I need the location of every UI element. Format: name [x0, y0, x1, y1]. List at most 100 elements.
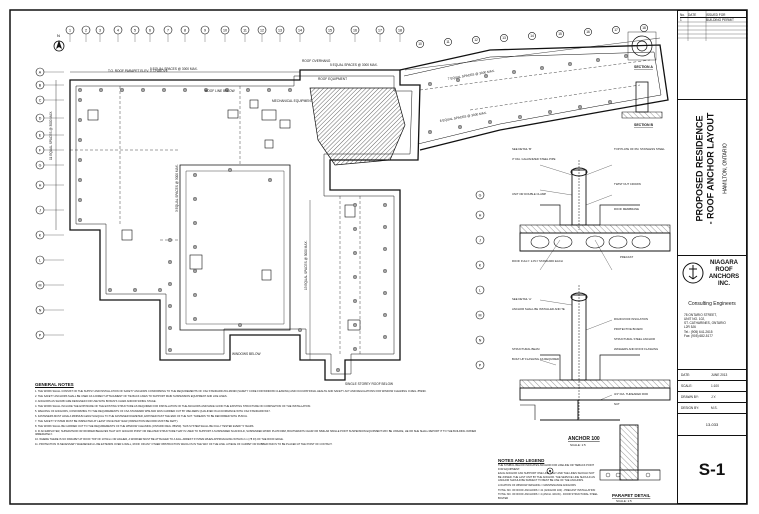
- grid-bubble-right-P: P: [475, 360, 485, 370]
- roof-equipment-label: ROOF EQUIPMENT: [318, 77, 347, 81]
- grid-bubble-wing-10: 10: [416, 40, 424, 48]
- roof-anchor: [193, 269, 197, 273]
- vertical-spacing-c: 13 EQUAL SPACES @ 3000 MAX.: [304, 240, 308, 290]
- legend-item: LOCATION OF WINDOW WASHING = MAINTENANCE…: [498, 483, 576, 487]
- section-a-title: SECTION A: [634, 65, 653, 69]
- svg-text:16: 16: [586, 30, 590, 34]
- section-b-title: SECTION B: [634, 123, 654, 127]
- detail-note: PRECAST: [620, 255, 634, 259]
- detail-note: TWIST NUT CROWN: [614, 182, 641, 186]
- svg-text:3: 3: [99, 28, 101, 32]
- roof-anchor: [183, 88, 187, 92]
- roof-anchor: [78, 218, 82, 222]
- general-note-item: 9. IF AN EMPLOYER, SUPERVISOR OR WORKER …: [35, 429, 477, 437]
- roof-anchor: [456, 78, 460, 82]
- roof-anchor: [548, 110, 552, 114]
- svg-text:13: 13: [502, 36, 506, 40]
- roof-anchor: [383, 269, 387, 273]
- date-row: DATE: JUNE 2013: [678, 369, 746, 380]
- grid-bubble-D: D: [35, 113, 45, 123]
- grid-bubble-2: 2: [81, 25, 91, 35]
- roof-anchor: [193, 245, 197, 249]
- roof-anchor: [568, 62, 572, 66]
- svg-text:6: 6: [149, 28, 151, 32]
- svg-text:P: P: [39, 333, 42, 337]
- roof-anchor: [353, 227, 357, 231]
- roof-anchor: [238, 323, 242, 327]
- roof-anchor: [484, 74, 488, 78]
- svg-text:12: 12: [474, 38, 478, 42]
- rev-col-no: No.: [680, 13, 685, 17]
- roof-anchor: [228, 168, 232, 172]
- roof-anchor: [246, 88, 250, 92]
- grid-bubble-7: 7: [163, 25, 173, 35]
- svg-text:2: 2: [85, 28, 87, 32]
- roof-anchor: [78, 158, 82, 162]
- detail-note: STRUCTURAL BEAM: [512, 347, 540, 351]
- svg-text:12: 12: [260, 28, 264, 32]
- detail-note: RIGID ROOF INSULATION: [614, 317, 648, 321]
- roof-anchor: [78, 178, 82, 182]
- grid-bubble-4: 4: [113, 25, 123, 35]
- svg-text:G: G: [39, 163, 42, 167]
- svg-text:14: 14: [530, 34, 534, 38]
- roof-anchor: [624, 54, 628, 58]
- project-location: HAMILTON, ONTARIO: [722, 143, 729, 194]
- svg-text:N: N: [479, 338, 482, 342]
- general-note-item: 7. THE SAFETY SYSTEM MUST BE INSPECTED A…: [35, 419, 179, 423]
- company-box: NIAGARA ROOF ANCHORS INC. Consulting Eng…: [678, 255, 746, 363]
- grid-bubble-right-N: N: [475, 335, 485, 345]
- section-a-detail: [627, 31, 657, 61]
- roof-anchor: [458, 125, 462, 129]
- spacing-label-c: 5 EQUAL SPACES @ 3000 MAX.: [330, 63, 378, 67]
- date-value: JUNE 2013: [711, 373, 728, 377]
- roof-anchor: [608, 100, 612, 104]
- sheet-number: S-1: [698, 459, 726, 479]
- company-name-3: ANCHORS: [708, 274, 740, 280]
- detail-note: 3/4" DIA. THREADED ROD: [614, 392, 648, 396]
- vertical-spacing-a: 11 EQUAL SPACES @ 3000 MAX.: [49, 111, 53, 160]
- general-note-item: 4. THE WORK SHALL INCLUDE THE EXPOSURE O…: [35, 404, 311, 408]
- svg-text:7: 7: [167, 28, 169, 32]
- grid-bubble-right-J: J: [475, 235, 485, 245]
- dimension-lines: [55, 37, 661, 360]
- grid-bubble-9: 9: [200, 25, 210, 35]
- general-note-item: 8. THE WORK SHALL BE CARRIED OUT TO THE …: [35, 424, 255, 428]
- detail-note: PROTECTIVE BOARD: [614, 327, 643, 331]
- svg-text:G: G: [479, 193, 482, 197]
- roof-anchor: [298, 328, 302, 332]
- roof-anchor: [540, 66, 544, 70]
- roof-anchor: [353, 275, 357, 279]
- detail-note: ROOF MEMBRANE: [614, 207, 639, 211]
- grid-bubble-1: 1: [65, 25, 75, 35]
- grid-bubble-wing-15: 15: [556, 30, 564, 38]
- svg-text:J: J: [39, 208, 41, 212]
- grid-bubble-L: L: [35, 255, 45, 265]
- svg-text:P: P: [479, 363, 482, 367]
- roof-anchor: [78, 88, 82, 92]
- roof-anchor: [204, 88, 208, 92]
- roof-anchor: [488, 120, 492, 124]
- svg-text:10: 10: [418, 42, 422, 46]
- north-arrow-icon: [53, 40, 65, 52]
- grid-bubble-J: J: [35, 205, 45, 215]
- legend-item: EACH ANCHOR CAN SUPPORT ONE LINE ONLY AN…: [498, 472, 595, 483]
- roof-anchor: [168, 238, 172, 242]
- rev-row-no: 1: [680, 18, 682, 22]
- legend-list: THE SYMBOL BELOW INDICATES ANCHOR FOR LI…: [498, 464, 598, 501]
- svg-text:4: 4: [117, 28, 119, 32]
- scale-label: SCALE:: [681, 384, 693, 388]
- svg-text:17: 17: [378, 28, 382, 32]
- roof-anchors: [78, 54, 628, 372]
- grid-bubble-right-M: M: [475, 310, 485, 320]
- company-fax: Fax: (905) 682-5177: [684, 334, 713, 338]
- grid-bubble-A: A: [35, 67, 45, 77]
- svg-text:F: F: [39, 148, 42, 152]
- roof-anchor: [383, 313, 387, 317]
- rev-col-issued: ISSUED FOR: [706, 13, 726, 17]
- roof-anchor: [353, 251, 357, 255]
- roof-anchor: [383, 225, 387, 229]
